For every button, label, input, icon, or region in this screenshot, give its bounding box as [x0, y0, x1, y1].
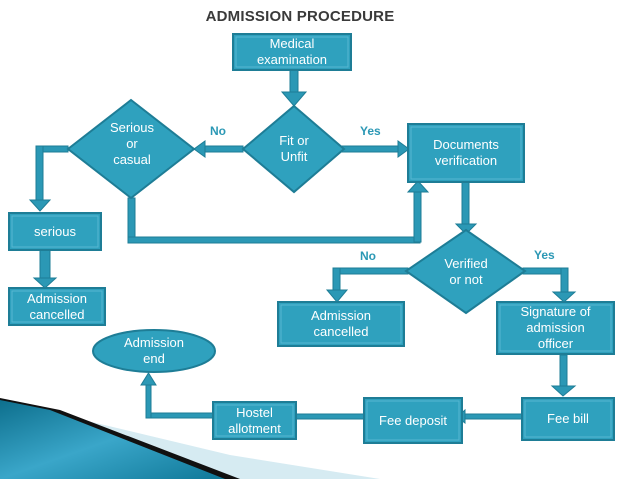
node-signature-of-admission-officer: Signature of admission officer [520, 304, 591, 351]
node-fee-deposit: Fee deposit [379, 412, 447, 428]
node-serious-shape [8, 212, 102, 251]
node-hostel-allotment: Hostel allotment [228, 404, 281, 436]
node-serious-or-casual-shape [66, 98, 196, 200]
node-medical-examination: Medical examination [256, 36, 328, 67]
node-admission-cancelled-left-shape [8, 287, 106, 326]
node-admission-end-shape [92, 329, 216, 373]
branch-label-fit-yes: Yes [360, 124, 381, 138]
node-serious-or-casual: Serious or casual [109, 120, 155, 167]
decorative-swoosh-blue [0, 400, 225, 479]
node-fit-or-unfit: Fit or Unfit [279, 133, 309, 164]
node-admission-cancelled-mid: Admission cancelled [311, 308, 371, 339]
node-verified-or-not: Verified or not [444, 256, 488, 287]
node-medical-examination-shape [232, 33, 352, 71]
node-hostel-allotment-shape [212, 401, 297, 440]
node-admission-cancelled-mid-shape [277, 301, 405, 347]
node-fit-or-unfit-shape [241, 104, 346, 194]
node-fee-deposit-shape [363, 397, 463, 444]
node-serious: serious [34, 223, 76, 239]
node-verified-or-not-shape [404, 228, 527, 315]
diagram-title: ADMISSION PROCEDURE [205, 8, 395, 25]
node-fee-bill-shape [521, 397, 615, 441]
branch-label-verified-no: No [360, 249, 376, 263]
node-documents-verification-shape [407, 123, 525, 183]
node-documents-verification: Documents verification [433, 137, 499, 168]
node-fee-bill: Fee bill [547, 411, 589, 426]
node-signature-shape [496, 301, 615, 355]
node-admission-end: Admission end [124, 335, 184, 366]
branch-label-fit-no: No [210, 124, 226, 138]
node-admission-cancelled-left: Admission cancelled [27, 290, 87, 322]
branch-label-verified-yes: Yes [534, 248, 555, 262]
